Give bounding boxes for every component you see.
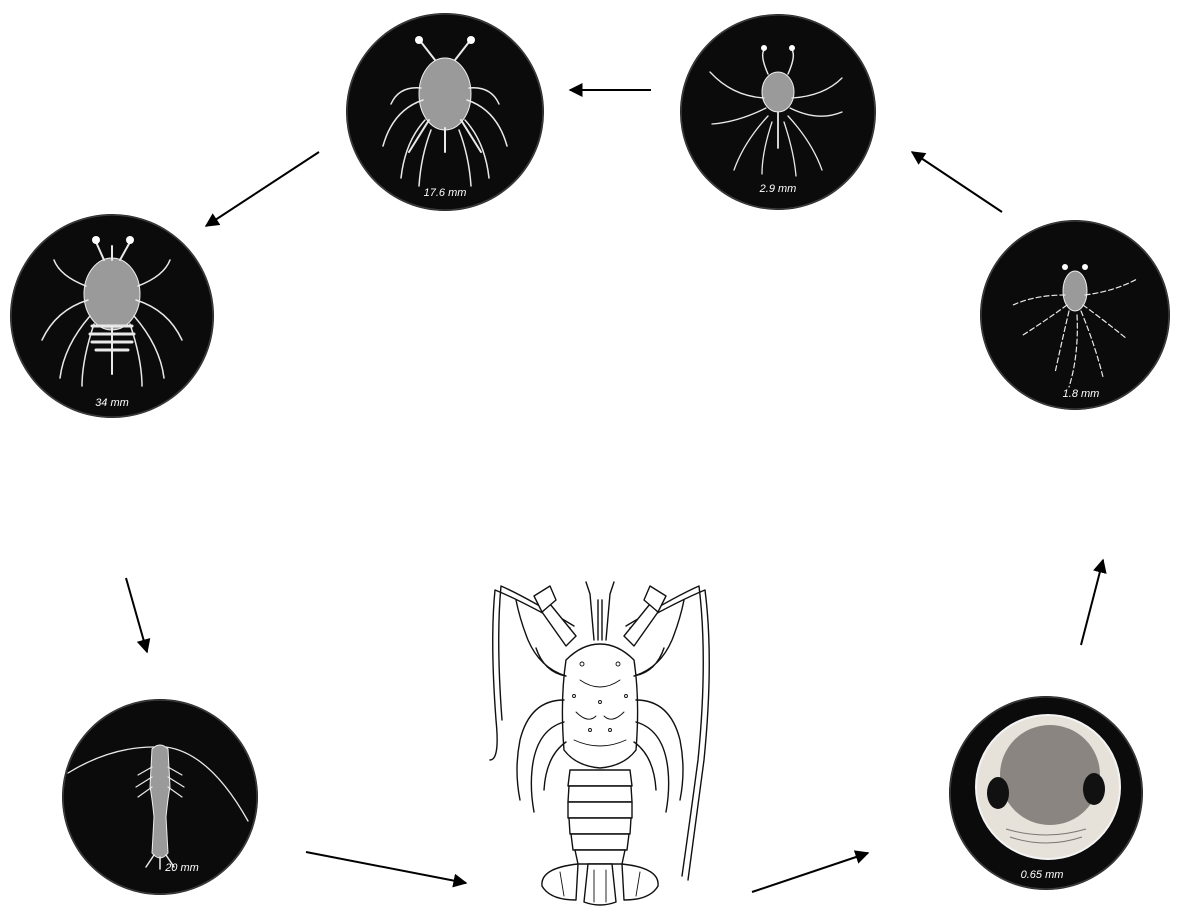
- arrow-puerulus-to-adult: [306, 852, 466, 883]
- size-label-puerulus: 20 mm: [164, 862, 199, 874]
- size-label-egg: 0.65 mm: [1021, 869, 1064, 881]
- stage-disc-stage-2: 2.9 mm: [680, 14, 876, 210]
- stage-disc-puerulus: 20 mm: [62, 699, 258, 895]
- stage-disc-stage-4: 34 mm: [10, 214, 214, 418]
- arrow-stage-4-to-puerulus: [126, 578, 147, 652]
- size-label-stage-1: 1.8 mm: [1063, 388, 1100, 400]
- size-label-stage-2: 2.9 mm: [759, 183, 797, 195]
- stage-disc-egg: 0.65 mm: [949, 696, 1143, 890]
- stage-disc-stage-1: 1.8 mm: [980, 220, 1170, 410]
- arrow-adult-to-egg: [752, 853, 868, 892]
- size-label-stage-4: 34 mm: [95, 397, 129, 409]
- arrow-egg-to-stage-1: [1081, 560, 1103, 645]
- size-label-stage-3: 17.6 mm: [424, 187, 467, 199]
- arrow-stage-1-to-stage-2: [912, 152, 1002, 212]
- stage-disc-stage-3: 17.6 mm: [346, 13, 544, 211]
- egg-icon: [976, 715, 1120, 859]
- spiny-lobster-illustration: [490, 582, 709, 905]
- arrow-stage-3-to-stage-4: [206, 152, 319, 226]
